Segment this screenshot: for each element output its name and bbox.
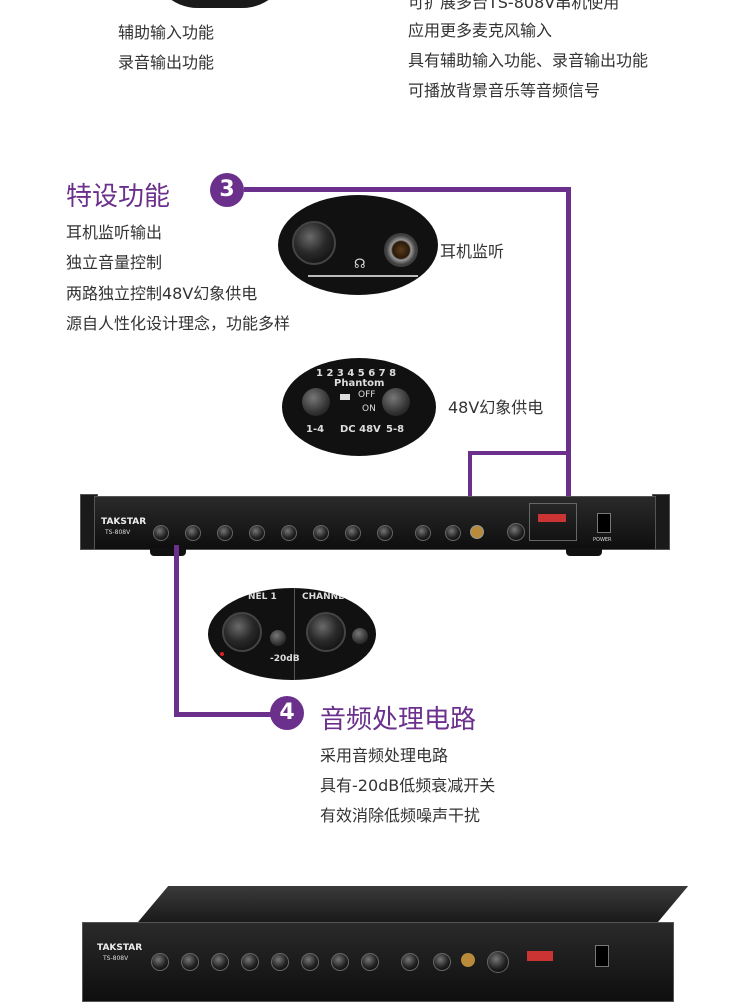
brand-logo: TAKSTAR [101,517,147,527]
phantom-zoom-image: 1 2 3 4 5 6 7 8 Phantom OFF ON 1-4 DC 48… [282,358,436,456]
mixer-front-panel: TAKSTAR TS-808V POWER [94,496,656,550]
connector-line-phantom-horizontal [468,451,571,455]
top-right-feature-2: 应用更多麦克风输入 [408,21,553,40]
bottom-knob-3 [211,953,229,971]
top-right-feature-3: 具有辅助输入功能、录音输出功能 [408,51,649,70]
device-top-surface [138,886,689,922]
top-product-image [150,0,290,8]
bottom-knob-2 [181,953,199,971]
section3-feature-1: 耳机监听输出 [66,223,163,242]
panel-line [308,275,418,277]
phantom-channel-numbers: 1 2 3 4 5 6 7 8 [316,368,397,379]
phantom-callout: 48V幻象供电 [448,398,544,417]
phantom-right-label: 5-8 [386,424,405,435]
channel-7-knob [345,525,361,541]
bottom-dip-switch [527,951,553,961]
headphone-zoom-image: ☊ [278,195,438,295]
section3-feature-2: 独立音量控制 [66,253,163,272]
channel-zoom-right-label: CHANNE [302,592,345,602]
headphone-icon: ☊ [354,257,366,272]
headphone-callout: 耳机监听 [440,242,505,261]
channel-1-knob [153,525,169,541]
channel-5-knob [281,525,297,541]
phantom-title: Phantom [334,378,385,389]
connector-line-3-vertical [566,187,571,512]
headphone-jack [384,233,418,267]
bottom-product-image: TAKSTAR TS-808V [78,886,689,1002]
connector-line-4-vertical [174,545,179,717]
gain-knob-1 [222,612,262,652]
master-knob [507,523,525,541]
phantom-mid-label: DC 48V [340,424,381,435]
phantom-on-label: ON [362,404,376,414]
channel-4-knob [249,525,265,541]
top-left-feature-2: 录音输出功能 [118,53,215,72]
channel-8-knob [377,525,393,541]
pad-button-2 [352,628,368,644]
dip-switch [538,514,566,522]
device-foot-left [150,548,186,556]
phantom-switch-panel [529,503,577,541]
bottom-headphone-jack [461,953,475,967]
bottom-knob-1 [151,953,169,971]
channel-zoom-image: NEL 1 CHANNE -20dB [208,588,376,680]
section3-feature-4: 源自人性化设计理念，功能多样 [66,314,291,333]
connector-line-3-horizontal [244,187,571,192]
bottom-knob-6 [301,953,319,971]
section4-number-badge: 4 [270,696,304,730]
channel-zoom-left-label: NEL 1 [248,592,277,602]
bottom-knob-5 [271,953,289,971]
phantom-off-label: OFF [358,390,376,400]
bottom-brand-logo: TAKSTAR [97,943,143,953]
connector-line-phantom-vertical [468,451,472,511]
phones-knob [445,525,461,541]
clip-led [220,652,224,656]
section4-feature-2: 具有-20dB低频衰减开关 [320,776,496,795]
section4-title: 音频处理电路 [320,705,477,735]
top-right-feature-4: 可播放背景音乐等音频信号 [408,81,601,100]
channel-6-knob [313,525,329,541]
bottom-knob-4 [241,953,259,971]
bottom-knob-aux [401,953,419,971]
top-left-feature-1: 辅助输入功能 [118,23,215,42]
phantom-button-1-4 [302,388,330,416]
section4-feature-3: 有效消除低频噪声干扰 [320,806,481,825]
section4-feature-1: 采用音频处理电路 [320,746,449,765]
phantom-left-label: 1-4 [306,424,325,435]
pad-button-1 [270,630,286,646]
power-switch [597,513,611,533]
channel-2-knob [185,525,201,541]
connector-line-4-horizontal [174,712,274,717]
section3-number-badge: 3 [210,173,244,207]
model-label: TS-808V [105,529,131,536]
aux-knob [415,525,431,541]
headphone-jack-small [470,525,484,539]
gain-knob-2 [306,612,346,652]
top-right-feature-1: 可扩展多台TS-808V串机使用 [408,0,620,12]
bottom-knob-master [487,951,509,973]
channel-3-knob [217,525,233,541]
pad-label: -20dB [270,654,300,664]
switch-icon [340,394,350,400]
device-front-face: TAKSTAR TS-808V [82,922,674,1002]
bottom-knob-phones [433,953,451,971]
bottom-knob-7 [331,953,349,971]
bottom-power-switch [595,945,609,967]
section3-title: 特设功能 [66,182,171,212]
power-label: POWER [593,537,612,543]
channel-divider [294,588,295,680]
section3-feature-3: 两路独立控制48V幻象供电 [66,284,258,303]
bottom-model-label: TS-808V [103,955,129,962]
volume-knob [292,221,336,265]
phantom-button-5-8 [382,388,410,416]
device-foot-right [566,548,602,556]
bottom-knob-8 [361,953,379,971]
